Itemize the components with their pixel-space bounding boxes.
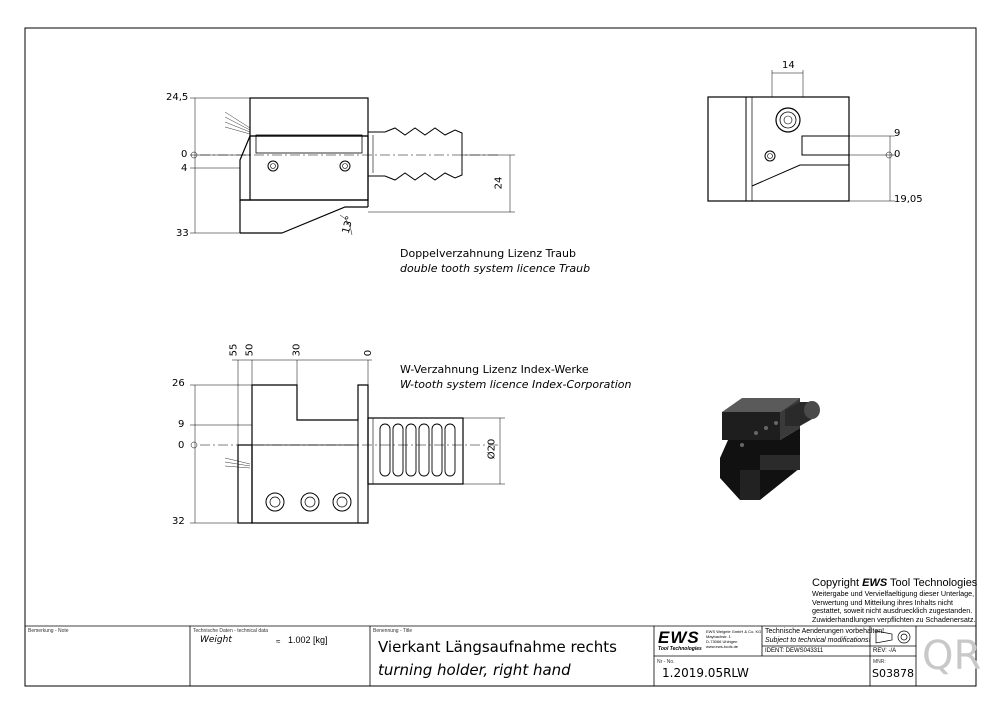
side-view (707, 70, 895, 202)
weight-approx: ≈ (276, 637, 281, 646)
ews-logo: EWS (658, 628, 700, 647)
dim-14: 14 (782, 60, 795, 71)
iso-render (720, 398, 820, 500)
copyright-line: Weitergabe und Vervielfaeltigung dieser … (812, 589, 975, 598)
dim-0-top: 0 (181, 149, 188, 160)
dim-50: 50 (244, 343, 256, 357)
dim-9-front: 9 (178, 419, 185, 430)
ews-logo-sub: Tool Technologies (658, 646, 702, 652)
company-line: Maybachstr. 1 (706, 634, 731, 639)
weight-label: Weight (200, 635, 232, 645)
sheet-frame (24, 27, 977, 687)
dim-0-front: 0 (363, 349, 375, 357)
dim-4: 4 (181, 163, 188, 174)
company-line: EWS Weigele GmbH & Co. KG (706, 629, 762, 634)
copyright-line: Verwertung und Mitteilung ihres Inhalts … (812, 597, 954, 607)
note-traub-de: Doppelverzahnung Lizenz Traub (400, 247, 576, 260)
part-number: 1.2019.05RLW (662, 666, 749, 680)
copyright-line: Zuwiderhandlungen verpflichten zu Schade… (812, 614, 976, 624)
dim-55: 55 (228, 343, 240, 357)
copyright-block: Copyright EWS Tool Technologies Weiterga… (812, 577, 977, 624)
title-en: turning holder, right hand (378, 661, 571, 679)
title-label: Benennung - Title (373, 628, 413, 634)
note-index-en: W-tooth system licence Index-Corporation (400, 378, 632, 391)
title-block-frame (25, 625, 976, 686)
top-view (190, 97, 515, 236)
note-traub-en: double tooth system licence Traub (400, 262, 591, 275)
revision: REV: -/A (873, 648, 897, 654)
copyright-line: gestattet, soweit nicht ausdruecklich zu… (812, 606, 973, 616)
copyright-prefix: Copyright (812, 577, 863, 589)
dim-24-height: 24 (493, 176, 505, 190)
qr-placeholder: QR (922, 633, 982, 679)
company-line: D-73066 Uhingen (706, 639, 738, 644)
ident: IDENT: DEWS043311 (765, 648, 824, 654)
dim-9-side: 9 (894, 128, 901, 139)
dim-0-side: 0 (894, 149, 901, 160)
dim-0-front-left: 0 (178, 440, 185, 451)
mnr-label: MNR: (873, 659, 886, 665)
dim-33: 33 (176, 228, 189, 239)
changes-de: Technische Aenderungen vorbehalten! (765, 628, 885, 635)
note-label: Bemerkung - Note (28, 628, 69, 634)
dim-26: 26 (172, 378, 185, 389)
front-view (190, 359, 505, 524)
changes-en: Subject to technical modifications! (765, 637, 871, 644)
weight-value: 1.002 [kg] (288, 635, 328, 645)
dim-diameter: Ø20 (486, 438, 498, 460)
tech-data-label: Technische Daten - technical data (193, 628, 269, 634)
dim-24-5: 24,5 (166, 92, 189, 103)
company-address: EWS Weigele GmbH & Co. KG Maybachstr. 1 … (706, 629, 761, 649)
dim-30: 30 (291, 343, 303, 357)
dim-32: 32 (172, 516, 185, 527)
note-index-de: W-Verzahnung Lizenz Index-Werke (400, 363, 589, 376)
mnr-value: S03878 (872, 667, 914, 680)
copyright-brand: EWS (862, 577, 888, 589)
copyright-suffix: Tool Technologies (887, 577, 978, 589)
company-line: www.ews-tools.de (706, 644, 739, 649)
dim-19-05: 19,05 (894, 194, 923, 205)
title-de: Vierkant Längsaufnahme rechts (378, 638, 617, 656)
number-label: Nr - No. (657, 659, 675, 665)
